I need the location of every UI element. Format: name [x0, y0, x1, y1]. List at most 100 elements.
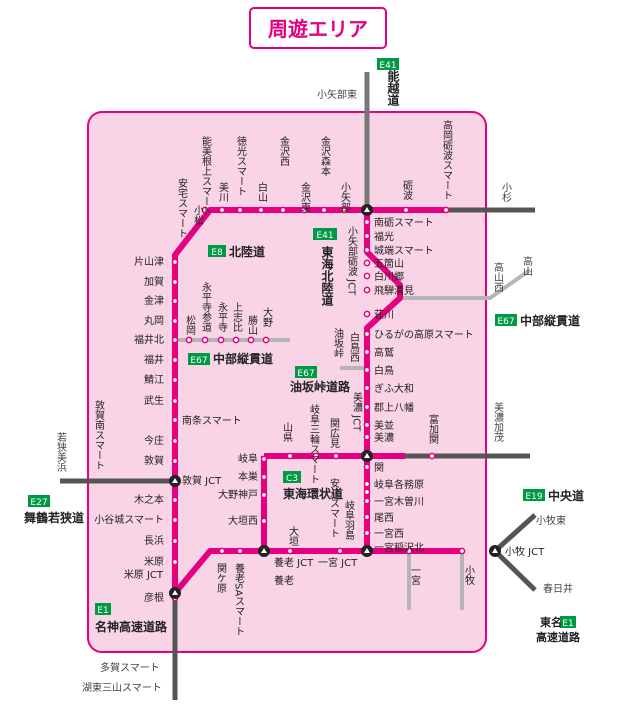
station-label: 高山 [521, 255, 533, 276]
station-label: 小谷城スマート [94, 514, 164, 526]
jct-markers [169, 204, 501, 599]
station-label: 片山津 [134, 255, 164, 268]
station-dot [363, 403, 371, 411]
station-dot [218, 547, 226, 555]
station-dot [171, 297, 179, 305]
meishin-route [172, 548, 463, 595]
station-label: 小松 [192, 205, 204, 226]
station-label: 岐阜羽島 [343, 499, 355, 541]
station-label: 荘川 [374, 309, 394, 321]
station-label: 大垣 [287, 525, 299, 546]
station-dot [300, 206, 308, 214]
station-label: 永平寺参道 [200, 281, 212, 332]
station-label: 小矢部砺波 JCT [346, 226, 358, 296]
station-label: 金沢東 [299, 181, 311, 213]
station-label: 春日井 [543, 582, 573, 595]
svg-text:東海北陸道: 東海北陸道 [320, 245, 334, 307]
station-dot [363, 246, 371, 254]
station-label: 油坂峠 [332, 327, 344, 359]
station-label: 安宅スマート [176, 177, 188, 238]
station-label: 小牧 JCT [505, 545, 545, 558]
station-dot [363, 272, 371, 280]
jct-marker [258, 545, 270, 557]
station-label: 金沢西 [278, 135, 290, 166]
station-label: 福井北 [134, 333, 164, 346]
station-dot [232, 336, 240, 344]
svg-text:E67: E67 [497, 317, 514, 327]
station-dot [363, 433, 371, 441]
station-label: 一宮 JCT [318, 556, 358, 569]
outer-roads [60, 72, 537, 700]
station-label: 養老 [274, 574, 294, 587]
station-label: 飛騨清見 [374, 284, 414, 297]
station-dot [171, 376, 179, 384]
station-label: 米原 [144, 555, 164, 568]
svg-text:中央道: 中央道 [548, 488, 584, 503]
takayama-road [402, 268, 532, 300]
station-dot [257, 206, 265, 214]
station-label: 多賀スマート [100, 661, 160, 674]
station-dot [363, 232, 371, 240]
jct-marker [169, 587, 181, 599]
svg-text:E8: E8 [211, 248, 223, 258]
station-label: 若狭美浜 [55, 431, 67, 473]
badge-tokai-kanjo: C3 東海環状道 [283, 471, 343, 501]
station-label: 養老 JCT [274, 556, 314, 569]
badge-aburasaka: E67 油坂峠道路 [290, 366, 351, 394]
station-dot [320, 206, 328, 214]
station-label: 上志比 [231, 302, 243, 332]
station-dot [336, 547, 344, 555]
station-dot [363, 366, 371, 374]
station-label: 米原 JCT [124, 568, 164, 581]
station-label: 美濃 [374, 431, 394, 444]
station-dot [363, 480, 371, 488]
station-dot [260, 491, 268, 499]
svg-text:C3: C3 [286, 474, 298, 484]
station-label: 一宮稲沢北 [374, 541, 424, 554]
svg-text:油坂峠道路: 油坂峠道路 [290, 379, 351, 394]
svg-text:能越道: 能越道 [386, 69, 400, 107]
jct-marker [489, 545, 501, 557]
badge-tomei: E1 東名 高速道路 [536, 615, 581, 644]
station-label: 敦賀南スマート [93, 399, 105, 470]
station-label: 尾西 [374, 512, 394, 524]
station-dot [185, 336, 193, 344]
svg-text:E1: E1 [97, 606, 108, 616]
station-dots [171, 206, 466, 602]
svg-text:中部縦貫道: 中部縦貫道 [520, 313, 580, 328]
station-label: 丸岡 [144, 314, 164, 327]
station-label: 岐阜各務原 [374, 478, 424, 491]
station-dot [363, 384, 371, 392]
station-label: 城端スマート [374, 244, 434, 257]
station-dot [312, 452, 320, 460]
station-label: 白鳥 [374, 364, 394, 377]
station-label: 一宮 [409, 565, 421, 586]
station-label: 関広見 [328, 418, 340, 449]
station-labels: 能美根上スマート美川徳光スマート白山金沢西金沢東金沢森本小矢部砺波高岡砺波スマー… [55, 88, 574, 694]
station-dot [363, 421, 371, 429]
station-label: 金沢森本 [319, 135, 331, 177]
station-label: 福光 [374, 230, 394, 243]
station-dot [171, 356, 179, 364]
station-label: 小杉 [500, 182, 512, 203]
station-label: 敦賀 JCT [182, 474, 222, 487]
station-dot [262, 336, 270, 344]
station-label: 福井 [144, 353, 164, 366]
kasugai-road [493, 549, 537, 592]
map-title: 周遊エリア [249, 7, 387, 49]
station-label: 富加関 [427, 413, 439, 445]
station-label: 白鳥西 [348, 331, 360, 362]
station-label: 岐阜三輪スマート [308, 403, 320, 484]
station-dot [260, 455, 268, 463]
station-dot [171, 397, 179, 405]
svg-text:舞鶴若狭道: 舞鶴若狭道 [23, 510, 84, 525]
station-dot [405, 547, 413, 555]
station-dot [442, 206, 450, 214]
svg-text:E41: E41 [316, 231, 333, 241]
station-label: 彦根 [144, 591, 164, 604]
touring-area [87, 111, 487, 653]
station-dot [363, 497, 371, 505]
station-label: 敦賀 [144, 454, 164, 467]
station-label: 南条スマート [182, 414, 242, 427]
station-label: 鯖江 [144, 373, 164, 386]
